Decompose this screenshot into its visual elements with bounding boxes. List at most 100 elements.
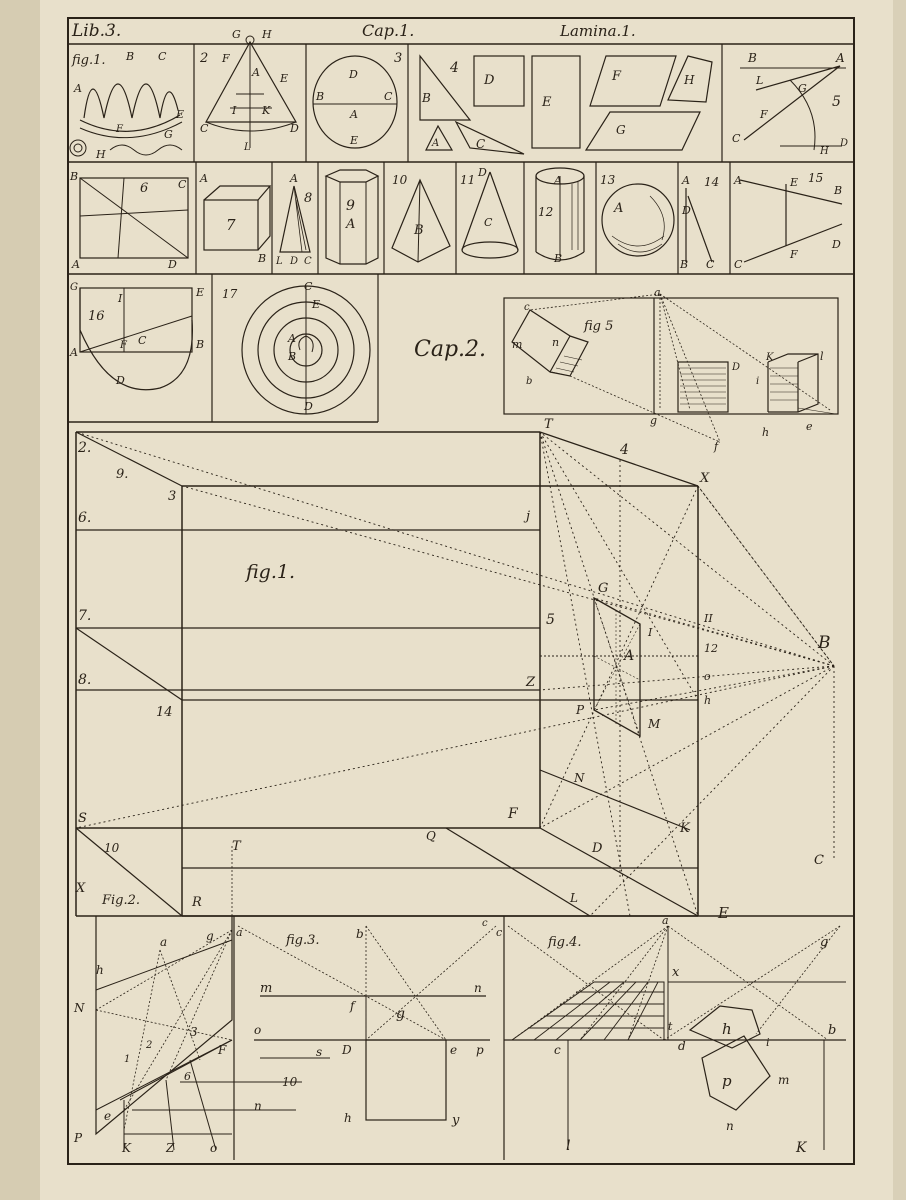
cap2-fig5-label-l: l [820,350,824,363]
fig1-small-label-c: C [158,50,167,63]
cap2-fig5: fig 5 c m n b a D K i l g h e [503,286,839,453]
fig13-number: 13 [600,173,616,187]
fig8-label-c: C [304,256,312,267]
fig8-label-l: L [275,256,283,267]
fig4-small-label-a: A [431,138,439,149]
fig3-small-label-d: D [348,68,358,81]
main-fig1-label-g: G [598,581,608,596]
main-fig1-label-11: II [703,612,713,625]
fig14-number: 14 [704,175,719,189]
vanishing-lines-main [75,431,835,917]
main-fig1-label-c: C [814,853,824,868]
fig12-label-b: B [553,252,562,265]
fig15-label-d: D [831,238,841,251]
fig3-bottom-label-n2: n [254,1099,262,1113]
fig5-small-label-f: F [759,108,768,121]
fig9-prism: 9 A [324,169,380,265]
fig12-label-a: A [553,174,562,187]
fig4-bottom-label-x: x [672,965,680,980]
fig4-bottom-label-c2: c [554,1043,561,1057]
fig3-bottom-label-m: m [260,981,272,996]
fig2-bottom-label-h: h [96,963,104,977]
fig4-small-label-c: C [476,137,485,151]
fig5-small-number: 5 [832,94,841,110]
fig14-lines: 14 A D B C [679,174,719,271]
main-fig1-label-d: D [591,841,603,856]
main-fig1-label-j: j [523,509,530,524]
fig3-bottom-label-s: s [316,1045,322,1059]
fig5-small-label-g: G [798,82,807,95]
main-fig1-label-e: E [717,904,729,922]
cap2-fig5-label-e: e [806,420,813,433]
fig2-small-label-h: H [261,28,272,41]
cap2-fig5-label-m: m [512,338,522,351]
fig4-small-label-g: G [616,123,626,137]
fig2-bottom-label-x: X [75,881,86,896]
fig4-small-label-d: D [483,73,495,88]
cap2-fig5-label-a: a [654,286,661,299]
fig16-label-b: B [195,338,204,351]
fig4-bottom: fig.4. c a g x [496,914,846,1156]
fig3-bottom-label-h: h [344,1111,352,1125]
fig16-label-e: E [195,286,204,299]
cap2-fig5-label-b: b [526,376,532,387]
fig1-small-label-f: F [115,124,124,135]
fig3-bottom-label-a: a [236,926,243,939]
fig1-small-number: fig.1. [71,53,106,68]
fig4-bottom-label-i: i [766,1036,770,1049]
fig4-bottom-label-t: t [668,1020,673,1033]
header-plate: Lamina.1. [559,22,636,40]
fig4-bottom-label-l: l [566,1138,570,1154]
fig6-label-a: A [71,258,80,271]
fig16-label-a: A [69,346,78,359]
fig2-small-label-a: A [251,66,260,79]
fig2-small-label-f: F [221,52,230,65]
cap2-fig5-label-n: n [552,336,559,349]
fig9-number: 9 [346,198,355,214]
main-fig1-label-x: X [699,471,710,486]
main-fig1-label-o: o [704,670,711,683]
main-fig1-label-n: N [573,771,585,785]
fig16-number: 16 [88,309,105,324]
fig16-label-f: F [119,340,128,351]
fig8-label-d: D [289,256,298,267]
fig15-lines: 15 A E B F C D [733,171,843,271]
fig3-bottom-label-e: e [450,1043,457,1057]
fig2-bottom-label-6: 6 [184,1070,191,1083]
fig5-small-label-c: C [732,132,741,145]
main-fig1-label-k: K [679,821,691,836]
cap2-fig5-label-k: K [765,352,774,363]
fig10-number: 10 [392,173,408,187]
main-fig1-label-4: 4 [619,442,629,458]
fig4-bottom-label-c: c [496,926,502,939]
fig1-small-label-h: H [95,148,106,161]
fig7-label-b: B [257,252,266,265]
fig2-bottom-label-e: e [104,1109,111,1123]
fig6-label-c: C [178,178,187,191]
fig5-small-label-d: D [839,138,848,149]
fig15-label-b: B [833,184,842,197]
fig4-bottom-label-b: b [828,1023,836,1038]
main-fig1-label-14: 14 [156,705,173,720]
fig7-label-a: A [199,172,208,185]
fig12-cylinder: 12 A B [535,167,585,265]
fig16-semicircle: 16 G I E A F C B D [69,282,204,391]
main-fig1-label-z: Z [525,675,536,690]
fig2-bottom-label-f: F [217,1043,227,1057]
fig2-bottom-label-g: g [206,929,214,943]
fig4-small-label-h: H [683,73,695,87]
fig15-label-a: A [733,174,742,187]
header-chapter: Cap.1. [362,21,414,40]
fig13-label-a: A [613,201,623,216]
fig2-small-label-i: I [231,104,237,117]
fig2-bottom: Fig.2. X R T a g h N 1 2 3 F 6 e P K Z o [73,839,302,1155]
fig8-label-a: A [289,172,298,185]
fig6-label-b: B [69,170,78,183]
main-fig1-label-5: 5 [546,612,555,628]
fig14-label-a: A [681,174,690,187]
cap2-fig5-label-c: c [524,302,530,313]
fig11-cone: 11 D C [460,166,519,259]
fig15-label-e: E [789,176,798,189]
fig4-bottom-label-g: g [820,935,828,950]
